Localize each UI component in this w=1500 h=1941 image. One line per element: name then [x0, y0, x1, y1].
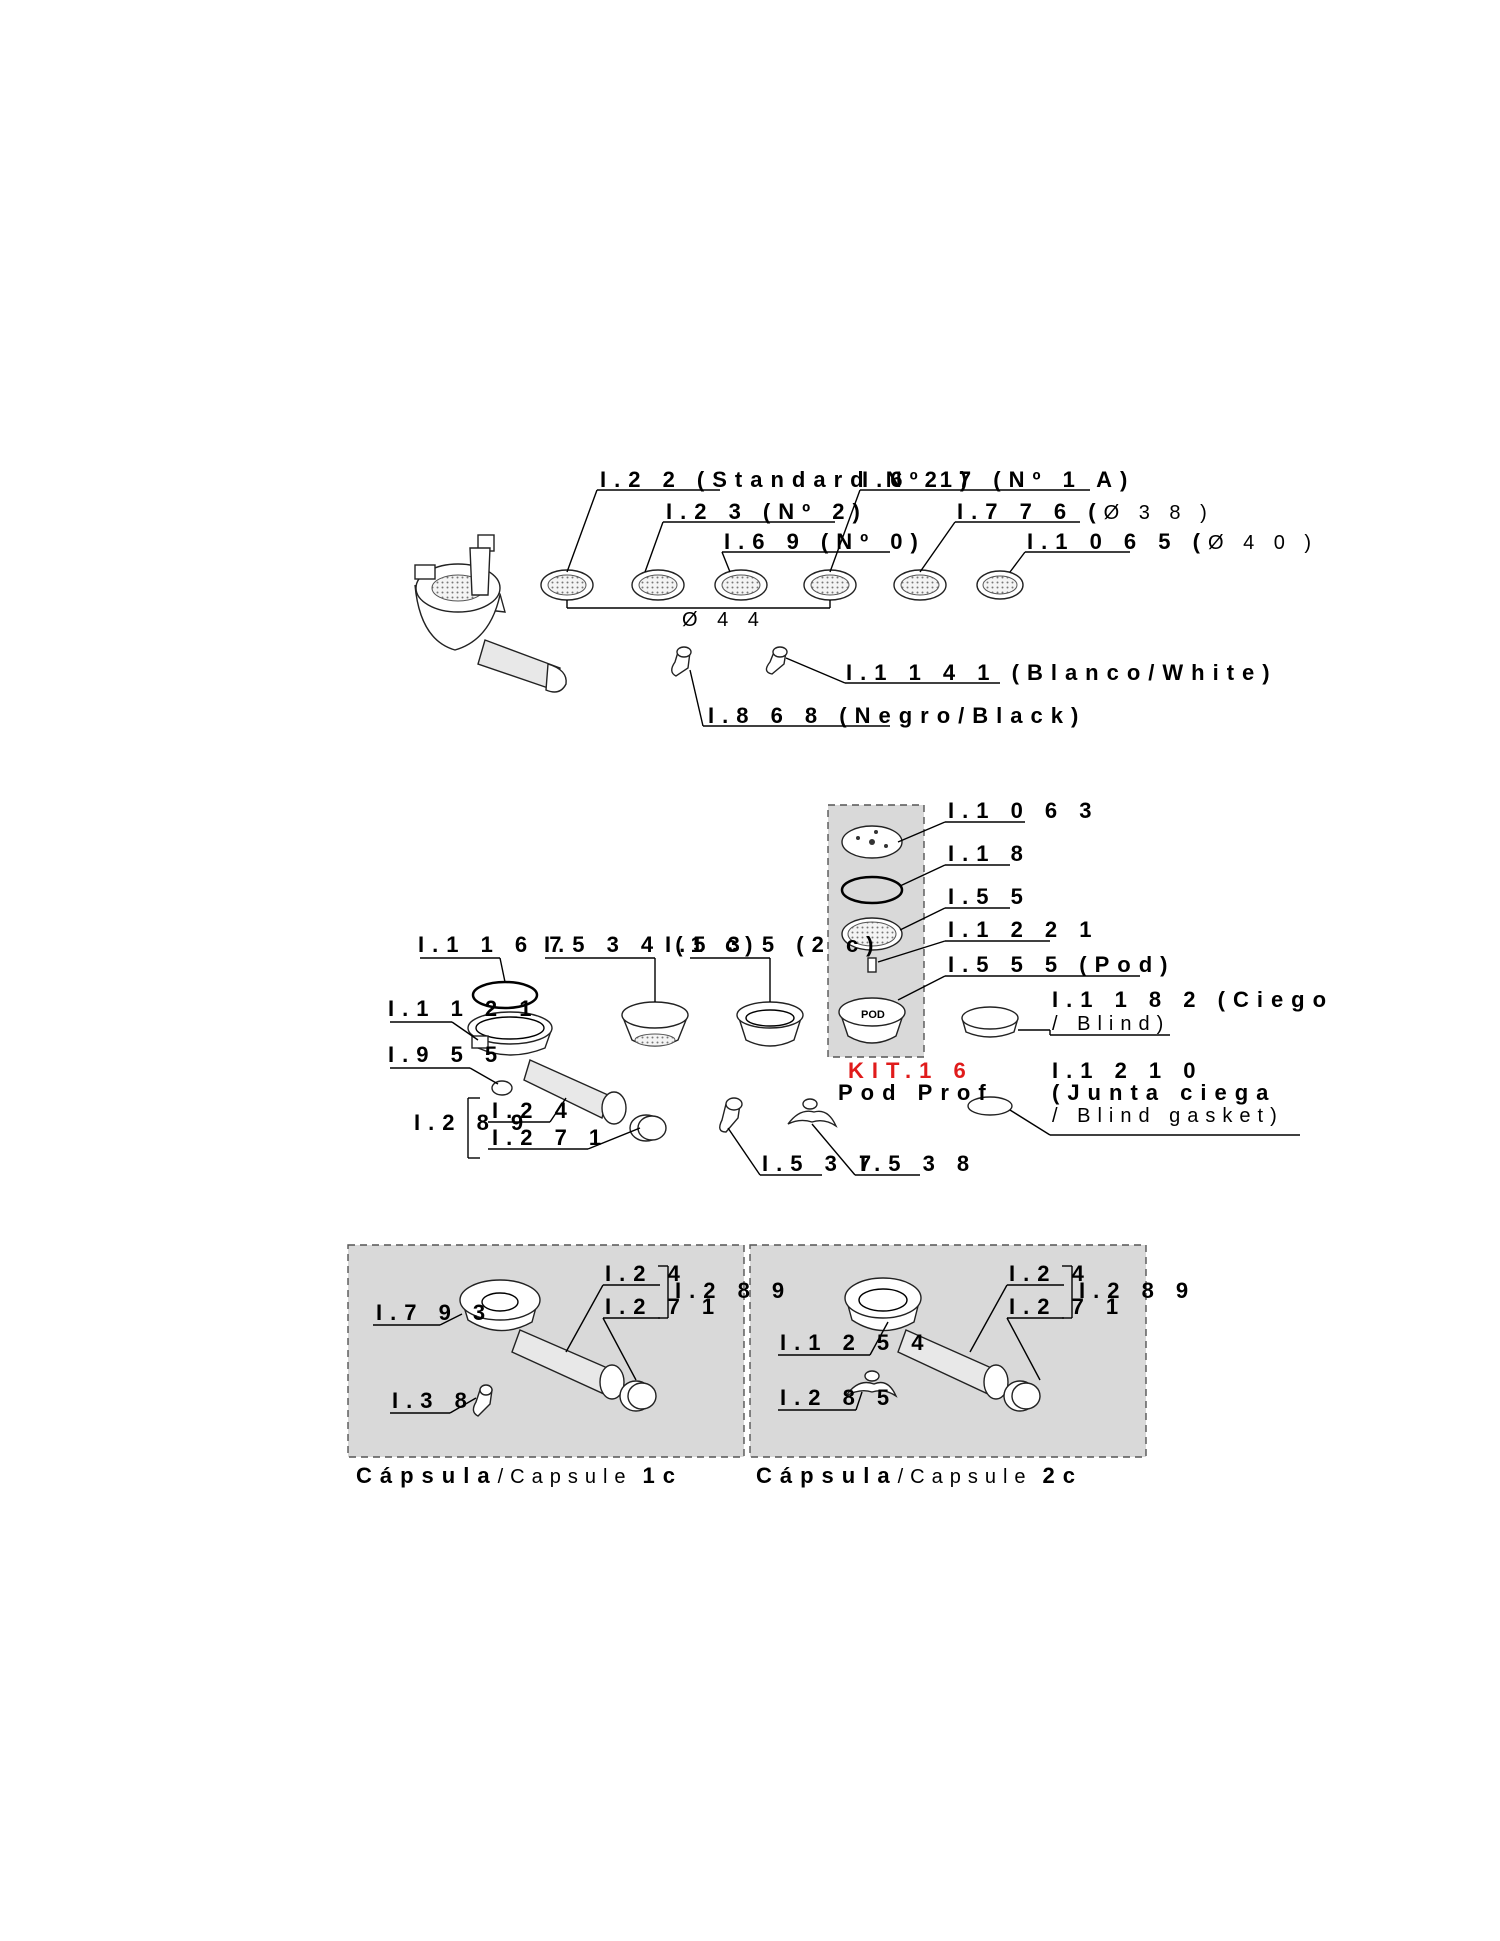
portafilter-i1121 [467, 1011, 627, 1125]
capsule-2c-portafilter [844, 1277, 1041, 1412]
blind-gasket-i1210 [967, 1096, 1013, 1116]
caption-1c-light: /Capsule [498, 1466, 633, 1488]
label-i776-code: I.7 7 6 ( [957, 499, 1104, 524]
caption-capsule-2c: Cápsula/Capsule 2c [756, 1463, 1083, 1488]
bottom-left-label-i24: I.2 4 [605, 1261, 688, 1286]
spout-i538 [787, 1098, 838, 1128]
label-dia44: Ø 4 4 [682, 609, 766, 631]
caption-1c-bold: Cápsula [356, 1463, 498, 1488]
label-i1210-line1: I.1 2 1 0 [1052, 1058, 1204, 1083]
spout-i537 [719, 1097, 743, 1133]
label-i1182-line2: / Blind) [1052, 1013, 1170, 1035]
filter-basket-i69 [714, 569, 768, 601]
label-i555: I.5 5 5 (Pod) [948, 952, 1175, 977]
bottom-right-label-i24: I.2 4 [1009, 1261, 1092, 1286]
filter-basket-i627 [803, 569, 857, 601]
label-i18: I.1 8 [948, 841, 1031, 866]
middle-left-leader-lines [390, 957, 920, 1176]
label-i1210-line3: / Blind gasket) [1052, 1105, 1284, 1127]
label-i534: I.5 3 4 (1 c) [544, 932, 761, 957]
label-i776: I.7 7 6 (Ø 3 8 ) [957, 499, 1214, 524]
washer-i955 [491, 1080, 513, 1096]
caption-2c-light: /Capsule [898, 1466, 1033, 1488]
caption-2c-size: 2c [1043, 1463, 1083, 1488]
knob-i271 [629, 1114, 667, 1142]
label-i538: I.5 3 8 [860, 1151, 977, 1176]
basket-i534 [621, 1001, 689, 1047]
label-i1141: I.1 1 4 1 (Blanco/White) [846, 660, 1278, 685]
filter-basket-i22 [540, 569, 594, 601]
bottom-left-label-i793: I.7 9 3 [376, 1300, 493, 1325]
capsule-2c-leader-lines [778, 1265, 1073, 1411]
kit-part-i18 [840, 875, 904, 905]
label-i55: I.5 5 [948, 884, 1031, 909]
capsule-1c-leader-lines [373, 1265, 669, 1414]
bottom-right-label-i1254: I.1 2 5 4 [780, 1330, 932, 1355]
top-leader-lines [566, 489, 1130, 727]
label-i537: I.5 3 7 [762, 1151, 879, 1176]
pod-stamp: POD [861, 1009, 885, 1021]
label-i627: I.6 2 7 (Nº 1 A) [862, 467, 1135, 492]
label-pod-prof: Pod Prof [838, 1080, 994, 1105]
label-i955: I.9 5 5 [388, 1042, 505, 1067]
kit-part-i555: POD [838, 997, 906, 1044]
label-i1065-dim: Ø 4 0 ) [1208, 532, 1318, 554]
bottom-left-label-i38: I.3 8 [392, 1388, 475, 1413]
kit-part-i1221 [867, 957, 877, 973]
filter-basket-i1065 [976, 570, 1024, 600]
label-i69: I.6 9 (Nº 0) [724, 529, 926, 554]
label-i868: I.8 6 8 (Negro/Black) [708, 703, 1086, 728]
bottom-left-label-i289: I.2 8 9 [675, 1278, 792, 1303]
label-i1167: I.1 1 6 7 [418, 932, 570, 957]
portafilter-top [414, 534, 567, 693]
caption-1c-size: 1c [643, 1463, 683, 1488]
label-i535: I.5 3 5 (2 c) [665, 932, 882, 957]
caption-capsule-1c: Cápsula/Capsule 1c [356, 1463, 683, 1488]
filter-basket-i776 [893, 569, 947, 601]
label-i776-dim: Ø 3 8 ) [1104, 502, 1214, 524]
basket-i535 [736, 1001, 804, 1047]
kit-part-i55 [841, 917, 903, 951]
kit-part-i1063 [841, 825, 903, 859]
spout-i868 [671, 646, 692, 677]
label-i24: I.2 4 [492, 1098, 575, 1123]
label-i1065: I.1 0 6 5 (Ø 4 0 ) [1027, 529, 1318, 554]
label-i23: I.2 3 (Nº 2) [666, 499, 868, 524]
label-kit16: KIT.1 6 [848, 1058, 974, 1083]
label-i1221: I.1 2 2 1 [948, 917, 1100, 942]
label-i1121: I.1 1 2 1 [388, 996, 540, 1021]
bottom-left-label-i271: I.2 7 1 [605, 1294, 722, 1319]
capsule-1c-portafilter [459, 1279, 657, 1417]
label-i1063: I.1 0 6 3 [948, 798, 1100, 823]
bottom-right-label-i271: I.2 7 1 [1009, 1294, 1126, 1319]
label-i1182-line1: I.1 1 8 2 (Ciego [1052, 987, 1334, 1012]
label-i22: I.2 2 (Standard Nº 1) [600, 467, 975, 492]
filter-basket-i23 [631, 569, 685, 601]
blind-basket-i1182 [961, 1006, 1019, 1038]
middle-right-leader-lines [1009, 1029, 1300, 1136]
label-i289: I.2 8 9 [414, 1110, 531, 1135]
bottom-right-label-i289: I.2 8 9 [1079, 1278, 1196, 1303]
spout-i1141 [765, 646, 788, 675]
label-i1065-code: I.1 0 6 5 ( [1027, 529, 1208, 554]
label-i271: I.2 7 1 [492, 1125, 609, 1150]
kit-leader-lines [877, 821, 1140, 1001]
label-i1210-line2: (Junta ciega [1052, 1080, 1276, 1105]
bottom-right-label-i285: I.2 8 5 [780, 1385, 897, 1410]
caption-2c-bold: Cápsula [756, 1463, 898, 1488]
